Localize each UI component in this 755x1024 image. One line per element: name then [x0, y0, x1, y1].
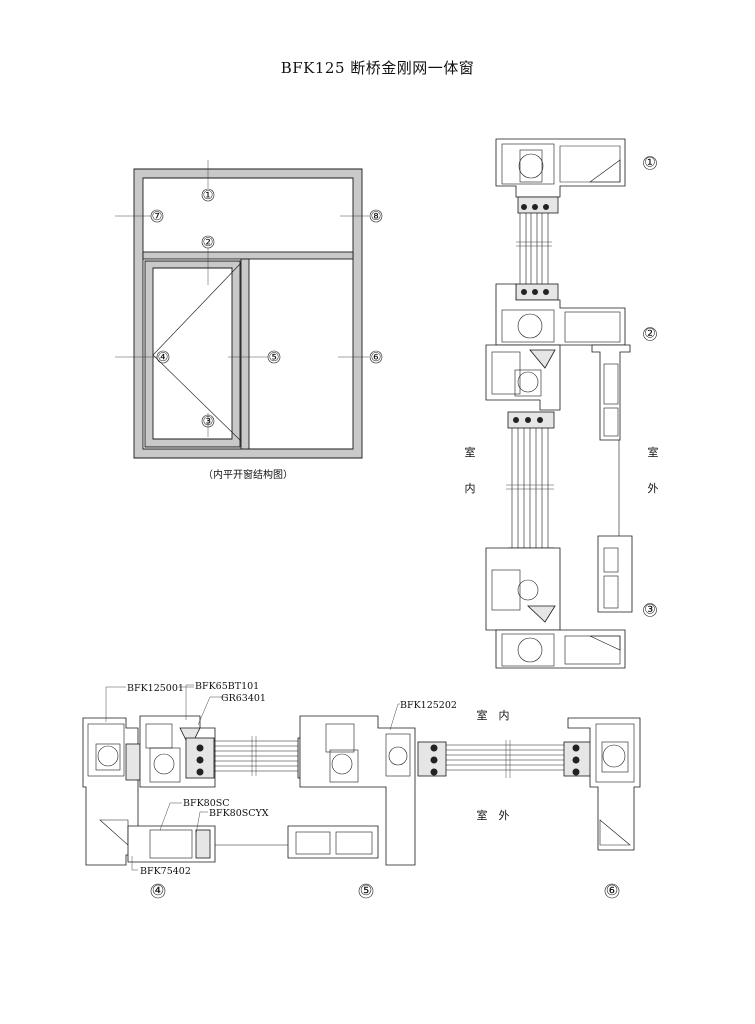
marker-4: ④	[156, 350, 170, 364]
label-bfk65bt101: BFK65BT101	[195, 681, 259, 692]
marker-8: ⑧	[369, 209, 383, 223]
hsec-marker-5-text: ⑤	[360, 883, 373, 899]
vsec-marker-1: ①	[643, 156, 657, 171]
marker-6-text: ⑥	[371, 350, 382, 364]
top-frame-profile	[495, 138, 626, 214]
screen-profile-right	[287, 825, 379, 859]
outdoor-label-2: 外	[648, 482, 659, 495]
marker-3-text: ③	[203, 414, 214, 428]
left-jamb-profile	[82, 717, 141, 866]
label-gr63401: GR63401	[221, 693, 266, 704]
opening-sash	[144, 260, 241, 448]
mullion	[240, 258, 250, 450]
indoor-label-2: 内	[465, 481, 476, 495]
hsec-indoor-label: 室 内	[477, 708, 510, 722]
marker-3: ③	[201, 414, 215, 428]
label-bfk80sc: BFK80SC	[183, 798, 230, 809]
bottom-frame-profile	[495, 629, 626, 669]
screen-profile-left	[127, 825, 216, 863]
sash-top-profile	[485, 344, 561, 429]
marker-6: ⑥	[369, 350, 383, 364]
left-glazing	[214, 736, 300, 776]
sash-bottom-profile	[485, 547, 561, 631]
window-elevation: ① ② ③ ④ ⑤ ⑥ ⑦	[115, 160, 383, 481]
hsec-marker-4: ④	[150, 883, 166, 899]
hsec-marker-4-text: ④	[152, 883, 165, 899]
vsec-marker-3-text: ③	[644, 603, 656, 618]
vsec-marker-2-text: ②	[644, 327, 656, 342]
left-sash-profile	[139, 715, 216, 788]
elevation-caption: （内平开窗结构图）	[203, 468, 293, 481]
vertical-section: ① ② ③ 室 内 室 外	[465, 138, 659, 669]
marker-5-text: ⑤	[269, 350, 280, 364]
screen-profile-lower	[597, 535, 633, 613]
part-leaders	[105, 684, 400, 871]
vsec-marker-2: ②	[643, 327, 657, 342]
hsec-marker-5: ⑤	[358, 883, 374, 899]
upper-glazing	[516, 213, 552, 284]
opening-direction-lines	[152, 262, 242, 442]
label-bfk125202: BFK125202	[400, 700, 457, 711]
hsec-marker-6-text: ⑥	[606, 883, 619, 899]
marker-4-text: ④	[158, 350, 169, 364]
outdoor-label-1: 室	[648, 445, 659, 459]
screen-profile-upper	[591, 344, 631, 441]
transom-profile	[495, 283, 626, 346]
marker-7-text: ⑦	[152, 209, 163, 223]
label-bfk80scyx: BFK80SCYX	[209, 808, 269, 819]
elevation-leaders	[115, 160, 369, 437]
label-bfk75402: BFK75402	[140, 866, 191, 877]
marker-1: ①	[201, 188, 215, 202]
hsec-marker-6: ⑥	[604, 883, 620, 899]
indoor-label-1: 室	[465, 445, 476, 459]
marker-7: ⑦	[150, 209, 164, 223]
lower-glazing	[506, 428, 554, 548]
outer-frame	[133, 168, 363, 459]
vsec-marker-1-text: ①	[644, 156, 656, 171]
horizontal-section: BFK125001 BFK65BT101 GR63401 BFK125202 B…	[82, 681, 641, 899]
vsec-marker-3: ③	[643, 603, 657, 618]
marker-2: ②	[201, 235, 215, 249]
mullion-profile	[297, 715, 416, 866]
marker-8-text: ⑧	[371, 209, 382, 223]
marker-2-text: ②	[203, 235, 214, 249]
right-glazing	[417, 740, 593, 778]
marker-5: ⑤	[267, 350, 281, 364]
transom-bar	[142, 251, 354, 260]
hsec-outdoor-label: 室 外	[477, 808, 510, 822]
label-bfk125001: BFK125001	[127, 683, 184, 694]
marker-1-text: ①	[203, 188, 214, 202]
page-title: BFK125 断桥金刚网一体窗	[280, 59, 475, 77]
right-jamb-profile	[567, 717, 641, 851]
